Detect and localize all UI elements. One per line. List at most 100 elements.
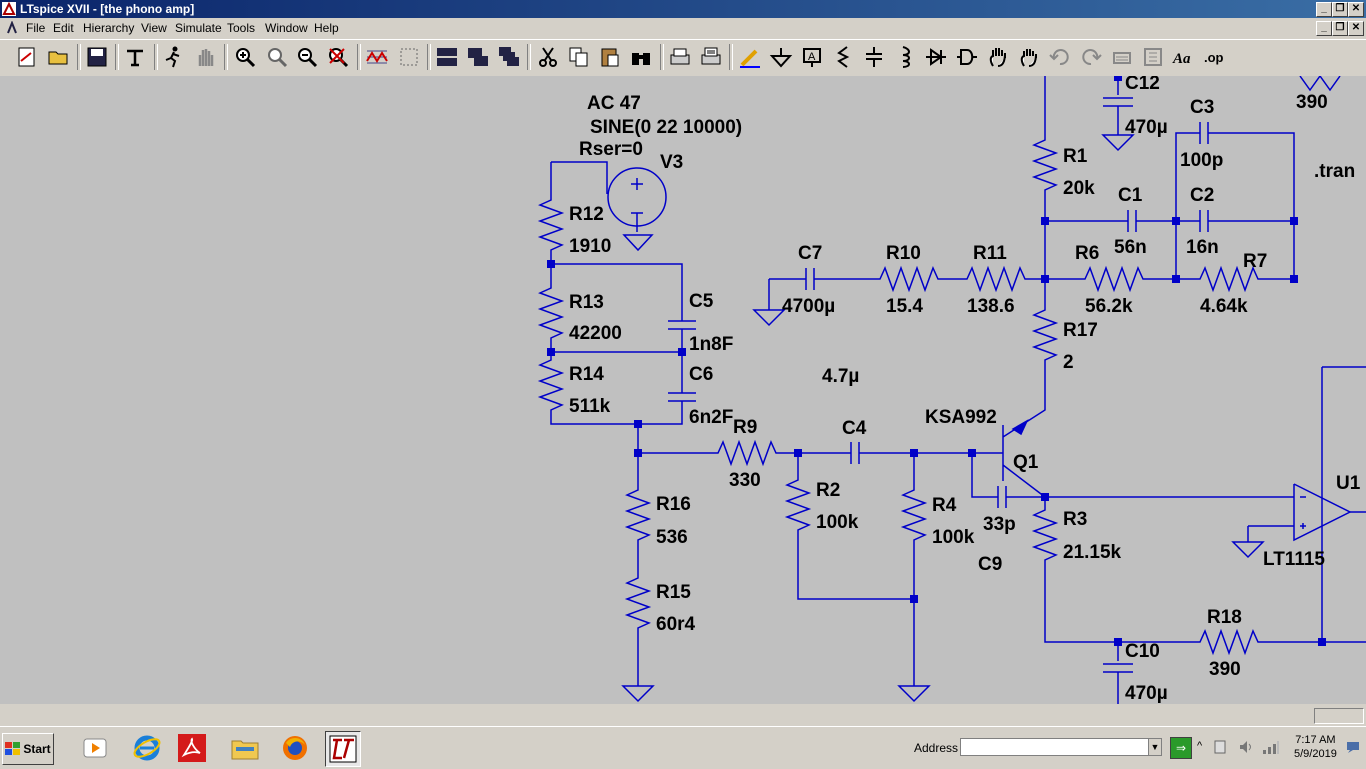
r10-label: R10: [886, 243, 921, 264]
print-icon[interactable]: [698, 44, 724, 70]
taskbar: Start Address ▼ ⇒ ^ 7:17 AM 5/9/2019: [0, 726, 1366, 769]
redo-icon[interactable]: [1078, 44, 1104, 70]
waveform-icon[interactable]: [364, 44, 390, 70]
run-icon[interactable]: [160, 44, 186, 70]
network-signal-icon[interactable]: [1262, 739, 1280, 755]
show-hidden-icons-icon[interactable]: ^: [1197, 740, 1203, 752]
r2-label: R2: [816, 480, 840, 501]
schematic[interactable]: AC 47 SINE(0 22 10000) Rser=0 V3 R12 191…: [0, 76, 1366, 704]
device-tray-icon[interactable]: [1213, 739, 1227, 755]
r6-label: R6: [1075, 243, 1099, 264]
ltspice-logo-icon: [2, 2, 16, 16]
menu-view[interactable]: View: [141, 21, 167, 35]
menu-help[interactable]: Help: [314, 21, 339, 35]
text-icon[interactable]: Aa: [1171, 44, 1197, 70]
cascade-icon[interactable]: [496, 44, 522, 70]
c2-value: 16n: [1186, 237, 1219, 258]
cut-icon[interactable]: [535, 44, 561, 70]
halt-hand-icon[interactable]: [192, 44, 218, 70]
r2-value: 100k: [816, 512, 859, 533]
mirror-icon[interactable]: [1140, 44, 1166, 70]
r10-value: 15.4: [886, 296, 923, 317]
zoom-pan-icon[interactable]: [264, 44, 290, 70]
ground-icon[interactable]: [768, 44, 794, 70]
c9-label: C9: [978, 554, 1002, 575]
media-player-icon[interactable]: [78, 731, 112, 765]
clock[interactable]: 7:17 AM 5/9/2019: [1294, 733, 1337, 761]
menu-edit[interactable]: Edit: [53, 21, 74, 35]
menu-bar: File Edit Hierarchy View Simulate Tools …: [0, 18, 1366, 38]
doc-minimize-button[interactable]: _: [1316, 21, 1332, 36]
component-icon[interactable]: [954, 44, 980, 70]
r18-value: 390: [1209, 659, 1241, 680]
r16-label: R16: [656, 494, 691, 515]
capacitor-icon[interactable]: [861, 44, 887, 70]
new-schematic-icon[interactable]: [14, 44, 40, 70]
r1-label: R1: [1063, 146, 1088, 167]
undo-icon[interactable]: [1047, 44, 1073, 70]
c4-value: 4.7µ: [822, 366, 859, 387]
r15-value: 60r4: [656, 614, 696, 635]
label-net-icon[interactable]: A: [799, 44, 825, 70]
close-button[interactable]: ✕: [1348, 2, 1364, 17]
ltspice-taskbar-icon[interactable]: [325, 731, 361, 767]
schematic-canvas[interactable]: AC 47 SINE(0 22 10000) Rser=0 V3 R12 191…: [0, 76, 1366, 704]
address-dropdown-icon[interactable]: ▼: [1148, 738, 1162, 756]
notification-icon[interactable]: [1346, 741, 1360, 753]
drag-hand-icon[interactable]: [1016, 44, 1042, 70]
internet-explorer-icon[interactable]: [130, 731, 164, 765]
address-input[interactable]: [960, 738, 1150, 756]
zoom-fit-icon[interactable]: [325, 44, 351, 70]
v3-label: V3: [660, 152, 683, 173]
c6-label: C6: [689, 364, 713, 385]
zoom-out-icon[interactable]: [294, 44, 320, 70]
start-button[interactable]: Start: [2, 733, 54, 765]
draw-wire-pencil-icon[interactable]: [737, 44, 763, 70]
volume-icon[interactable]: [1238, 739, 1254, 755]
menu-file[interactable]: File: [26, 21, 46, 35]
r9-label: R9: [733, 417, 757, 438]
r4-value: 100k: [932, 527, 975, 548]
tile-horizontal-icon[interactable]: [434, 44, 460, 70]
document-icon[interactable]: [5, 21, 19, 35]
save-icon[interactable]: [84, 44, 110, 70]
control-panel-icon[interactable]: [122, 44, 148, 70]
r6-value: 56.2k: [1085, 296, 1133, 317]
r17-value: 2: [1063, 352, 1074, 373]
c9-value: 33p: [983, 514, 1016, 535]
paste-icon[interactable]: [597, 44, 623, 70]
r17-label: R17: [1063, 320, 1098, 341]
find-binoculars-icon[interactable]: [628, 44, 654, 70]
restore-button[interactable]: ❐: [1332, 2, 1348, 17]
firefox-icon[interactable]: [278, 731, 312, 765]
menu-tools[interactable]: Tools: [227, 21, 256, 35]
minimize-button[interactable]: _: [1316, 2, 1332, 17]
rotate-icon[interactable]: [1109, 44, 1135, 70]
print-preview-icon[interactable]: [667, 44, 693, 70]
menu-simulate[interactable]: Simulate: [175, 21, 222, 35]
resistor-icon[interactable]: [830, 44, 856, 70]
doc-close-button[interactable]: ✕: [1348, 21, 1364, 36]
doc-restore-button[interactable]: ❐: [1332, 21, 1348, 36]
menu-window[interactable]: Window: [265, 21, 308, 35]
copy-icon[interactable]: [566, 44, 592, 70]
c4-label: C4: [842, 418, 867, 439]
acrobat-icon[interactable]: [175, 731, 209, 765]
q1-label: Q1: [1013, 452, 1039, 473]
go-arrow-icon[interactable]: ⇒: [1170, 737, 1192, 759]
r13-label: R13: [569, 292, 604, 313]
menu-hierarchy[interactable]: Hierarchy: [83, 21, 135, 35]
c3-value: 100p: [1180, 150, 1223, 171]
c3-label: C3: [1190, 97, 1214, 118]
zoom-in-icon[interactable]: [232, 44, 258, 70]
window-title: LTspice XVII - [the phono amp]: [20, 2, 195, 16]
autorange-icon[interactable]: [396, 44, 422, 70]
tile-vertical-icon[interactable]: [465, 44, 491, 70]
u1-model: LT1115: [1263, 549, 1325, 570]
move-hand-icon[interactable]: [985, 44, 1011, 70]
diode-icon[interactable]: [923, 44, 949, 70]
file-explorer-icon[interactable]: [228, 731, 262, 765]
inductor-icon[interactable]: [892, 44, 918, 70]
open-icon[interactable]: [46, 44, 72, 70]
spice-directive-icon[interactable]: .op: [1202, 44, 1228, 70]
